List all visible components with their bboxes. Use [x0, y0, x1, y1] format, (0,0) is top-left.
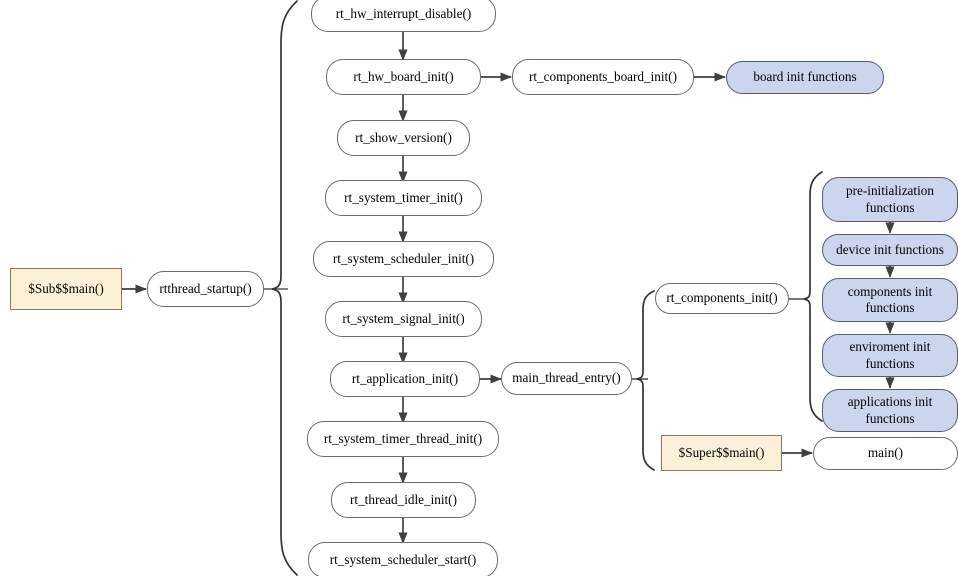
- node-sub-main[interactable]: $Sub$$main(): [10, 268, 122, 310]
- node-rt-system-timer-init[interactable]: rt_system_timer_init(): [325, 180, 482, 216]
- node-pre-initialization-functions[interactable]: pre-initialization functions: [822, 177, 958, 222]
- node-enviroment-init-functions[interactable]: enviroment init functions: [822, 334, 958, 377]
- node-rt-components-init[interactable]: rt_components_init(): [655, 283, 789, 314]
- node-rt-system-timer-thread-init-label: rt_system_timer_thread_init(): [323, 430, 483, 446]
- node-rt-system-scheduler-init[interactable]: rt_system_scheduler_init(): [313, 241, 494, 277]
- node-rt-components-board-init[interactable]: rt_components_board_init(): [512, 59, 694, 95]
- node-rt-hw-board-init[interactable]: rt_hw_board_init(): [326, 59, 481, 95]
- node-applications-init-functions[interactable]: applications init functions: [822, 389, 958, 432]
- node-rtthread-startup-label: rtthread_startup(): [159, 280, 252, 296]
- node-main-thread-entry[interactable]: main_thread_entry(): [501, 362, 632, 395]
- node-rt-system-signal-init-label: rt_system_signal_init(): [342, 310, 465, 326]
- node-super-main-label: $Super$$main(): [678, 444, 765, 460]
- node-device-init-functions[interactable]: device init functions: [822, 234, 958, 266]
- node-main-label: main(): [867, 445, 904, 461]
- node-device-init-functions-label: device init functions: [836, 241, 944, 257]
- node-board-init-functions[interactable]: board init functions: [726, 61, 884, 94]
- node-rt-hw-interrupt-disable[interactable]: rt_hw_interrupt_disable(): [311, 0, 496, 32]
- node-rt-show-version-label: rt_show_version(): [355, 129, 452, 145]
- node-rtthread-startup[interactable]: rtthread_startup(): [147, 271, 264, 307]
- node-sub-main-label: $Sub$$main(): [28, 280, 104, 296]
- node-components-init-functions-label: components init functions: [847, 283, 933, 315]
- node-rt-system-timer-init-label: rt_system_timer_init(): [344, 189, 463, 205]
- node-enviroment-init-functions-label: enviroment init functions: [849, 339, 931, 371]
- node-rt-thread-idle-init-label: rt_thread_idle_init(): [350, 491, 457, 507]
- node-pre-initialization-functions-label: pre-initialization functions: [846, 183, 934, 215]
- node-rt-system-scheduler-init-label: rt_system_scheduler_init(): [332, 250, 475, 266]
- node-board-init-functions-label: board init functions: [753, 69, 857, 85]
- node-rt-hw-interrupt-disable-label: rt_hw_interrupt_disable(): [335, 5, 472, 21]
- node-rt-system-signal-init[interactable]: rt_system_signal_init(): [325, 301, 482, 337]
- node-main[interactable]: main(): [813, 437, 958, 470]
- node-super-main[interactable]: $Super$$main(): [661, 435, 782, 471]
- node-rt-show-version[interactable]: rt_show_version(): [337, 120, 470, 156]
- node-rt-system-scheduler-start-label: rt_system_scheduler_start(): [329, 551, 477, 567]
- node-rt-components-board-init-label: rt_components_board_init(): [529, 68, 677, 84]
- node-components-init-functions[interactable]: components init functions: [822, 278, 958, 322]
- node-rt-hw-board-init-label: rt_hw_board_init(): [353, 68, 454, 84]
- node-main-thread-entry-label: main_thread_entry(): [512, 370, 621, 386]
- node-rt-application-init-label: rt_application_init(): [351, 370, 459, 386]
- node-rt-system-timer-thread-init[interactable]: rt_system_timer_thread_init(): [307, 421, 499, 457]
- node-rt-thread-idle-init[interactable]: rt_thread_idle_init(): [331, 482, 476, 518]
- node-rt-application-init[interactable]: rt_application_init(): [330, 361, 480, 397]
- node-applications-init-functions-label: applications init functions: [847, 394, 933, 426]
- node-rt-components-init-label: rt_components_init(): [666, 290, 778, 306]
- node-rt-system-scheduler-start[interactable]: rt_system_scheduler_start(): [308, 542, 498, 576]
